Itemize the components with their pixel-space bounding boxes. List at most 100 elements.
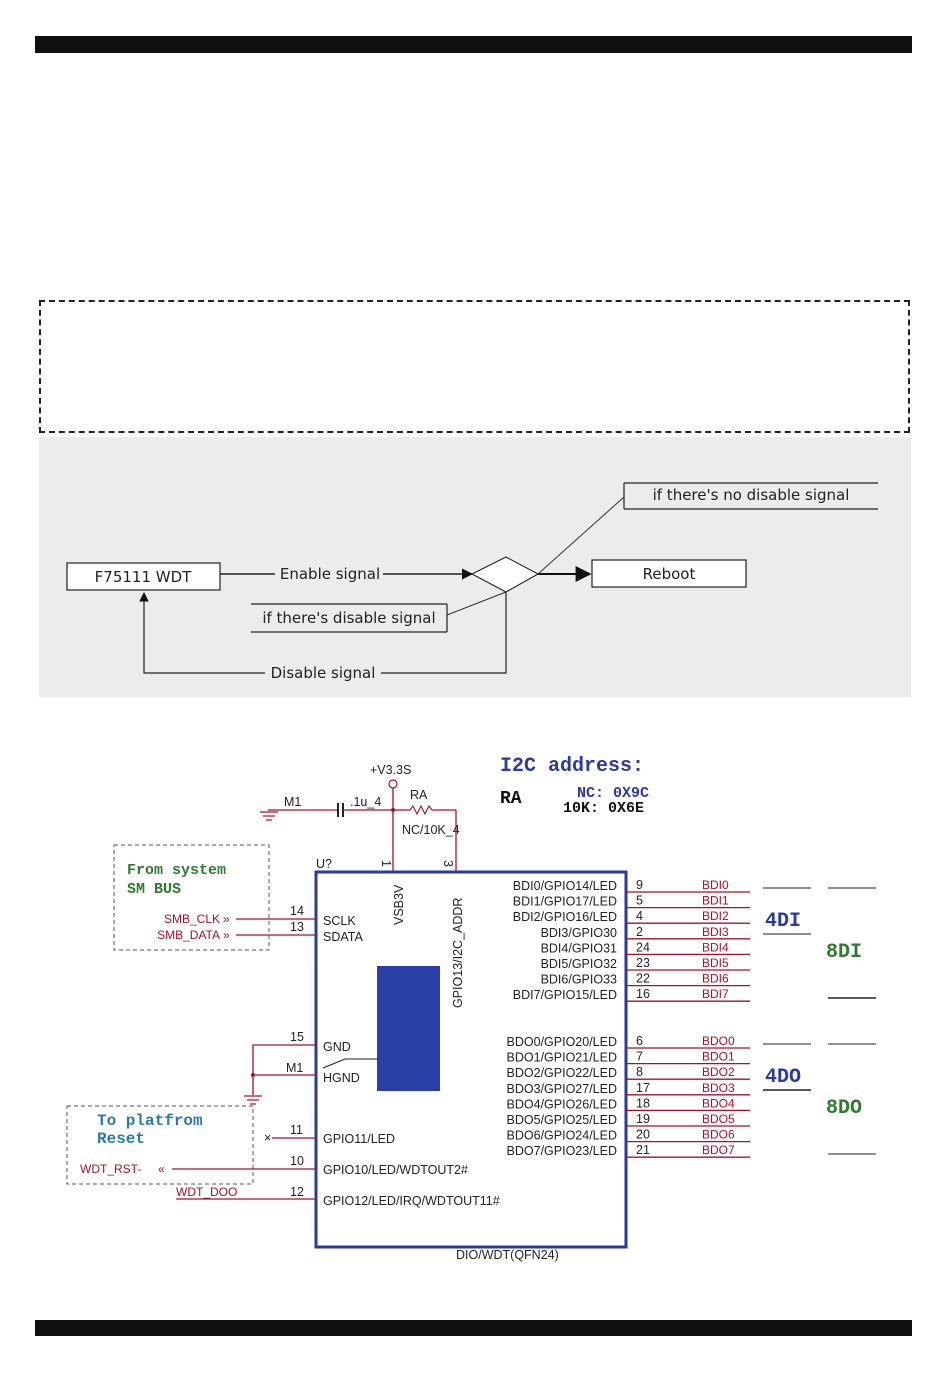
do-pin-number: 8 [636, 1065, 643, 1079]
enable-signal-label: Enable signal [280, 565, 380, 583]
gpio12-pin-name: GPIO12/LED/IRQ/WDTOUT11# [323, 1194, 500, 1208]
di-pin-number: 4 [636, 909, 643, 923]
do-net-label: BDO1 [702, 1050, 735, 1064]
smbus-signal: SMB_DATA » 13 SDATA [157, 920, 363, 944]
hgnd-net: M1 [286, 1061, 303, 1075]
flowchart-svg: F75111 WDT Enable signal Reboot if there… [66, 482, 878, 682]
decision-diamond [470, 556, 540, 593]
footer-bar [35, 1320, 912, 1336]
di-pin-number: 22 [636, 972, 650, 986]
gpio11-pin-name: GPIO11/LED [323, 1132, 395, 1146]
do-pin-number: 7 [636, 1050, 643, 1064]
group-label-8do: 8DO [826, 1097, 862, 1120]
group-label-8di: 8DI [826, 941, 862, 964]
sdata-pin-number: 13 [290, 920, 304, 934]
power-symbol [388, 779, 398, 789]
do-net-label: BDO3 [702, 1081, 735, 1095]
di-pin-number: 23 [636, 956, 650, 970]
di-pin-number: 16 [636, 987, 650, 1001]
wdt-box-label: F75111 WDT [95, 568, 192, 586]
do-pin-row: BDO6/GPIO24/LED 20 BDO6 [507, 1128, 750, 1143]
di-pin-name: BDI3/GPIO30 [541, 926, 617, 940]
double-chevron-icon: » [223, 912, 230, 926]
power-net-label: +V3.3S [370, 763, 411, 777]
no-disable-condition-label: if there's no disable signal [653, 486, 850, 504]
disable-condition-label: if there's disable signal [262, 609, 435, 627]
smb-data-net: SMB_DATA [157, 928, 220, 942]
sclk-pin-number: 14 [290, 904, 304, 918]
di-net-label: BDI6 [702, 972, 729, 986]
wdt-flowchart: F75111 WDT Enable signal Reboot if there… [39, 437, 911, 697]
chip-exposed-pad [377, 966, 440, 1091]
no-connect-icon: × [264, 1131, 271, 1145]
reset-title-line1: To platfrom [97, 1112, 203, 1130]
di-pin-name: BDI0/GPIO14/LED [513, 879, 617, 893]
do-pin-name: BDO0/GPIO20/LED [507, 1035, 617, 1049]
do-pin-name: BDO2/GPIO22/LED [507, 1066, 617, 1080]
do-net-label: BDO0 [702, 1034, 735, 1048]
resistor-value: NC/10K_4 [402, 823, 460, 837]
do-net-label: BDO4 [702, 1096, 735, 1110]
di-net-label: BDI7 [702, 987, 729, 1001]
do-pin-name: BDO3/GPIO27/LED [507, 1082, 617, 1096]
do-net-label: BDO5 [702, 1112, 735, 1126]
wdt-box [66, 562, 221, 591]
do-pin-name: BDO5/GPIO25/LED [507, 1113, 617, 1127]
gpio12-pin-number: 12 [290, 1185, 304, 1199]
i2c-nc-address: NC: 0X9C [577, 785, 649, 802]
smbus-title-line1: From system [127, 862, 226, 879]
chip-package-name: DIO/WDT(QFN24) [456, 1248, 559, 1262]
pin-vsb3v-label: VSB3V [392, 884, 406, 925]
do-pin-name: BDO7/GPIO23/LED [507, 1144, 617, 1158]
capacitor-value: .1u_4 [350, 795, 381, 809]
di-net-label: BDI1 [702, 894, 729, 908]
i2c-ra-label: RA [500, 789, 522, 809]
double-chevron-icon: » [223, 928, 230, 942]
do-pin-name: BDO6/GPIO24/LED [507, 1129, 617, 1143]
do-pin-number: 18 [636, 1096, 650, 1110]
wdt-doo-net: WDT_DOO [176, 1185, 237, 1199]
gnd-pin-number: 15 [290, 1030, 304, 1044]
di-pin-name: BDI2/GPIO16/LED [513, 910, 617, 924]
reboot-box [591, 559, 747, 588]
i2c-address-title: I2C address: [500, 755, 644, 778]
di-net-label: BDI3 [702, 925, 729, 939]
do-net-label: BDO6 [702, 1128, 735, 1142]
smbus-title-line2: SM BUS [127, 881, 181, 898]
gpio10-pin-number: 10 [290, 1154, 304, 1168]
header-bar [35, 36, 912, 53]
do-pin-number: 19 [636, 1112, 650, 1126]
group-label-4di: 4DI [765, 910, 801, 933]
di-pin-name: BDI5/GPIO32 [541, 957, 617, 971]
disable-signal-label: Disable signal [271, 664, 376, 682]
reset-group-box [66, 1105, 254, 1185]
wdt-dio-schematic: +V3.3S M1 .1u_4 RA NC/10K_4 1 3 I2C addr… [66, 755, 876, 1262]
di-pin-number: 9 [636, 878, 643, 892]
chip-ref: U? [316, 857, 332, 871]
resistor-icon [409, 804, 433, 816]
do-pin-number: 17 [636, 1081, 650, 1095]
di-pin-name: BDI7/GPIO15/LED [513, 988, 617, 1002]
do-pin-number: 20 [636, 1128, 650, 1142]
sclk-pin-name: SCLK [323, 914, 356, 928]
gpio10-pin-name: GPIO10/LED/WDTOUT2# [323, 1163, 468, 1177]
no-disable-branch-line [537, 496, 625, 575]
di-pin-number: 5 [636, 894, 643, 908]
do-net-label: BDO7 [702, 1143, 735, 1157]
empty-dashed-frame [39, 300, 910, 433]
group-label-4do: 4DO [765, 1066, 801, 1089]
wdt-rst-net: WDT_RST- [80, 1162, 141, 1176]
di-pin-number: 24 [636, 940, 650, 954]
smb-clk-net: SMB_CLK [164, 912, 220, 926]
smbus-signal: SMB_CLK » 14 SCLK [164, 904, 356, 928]
